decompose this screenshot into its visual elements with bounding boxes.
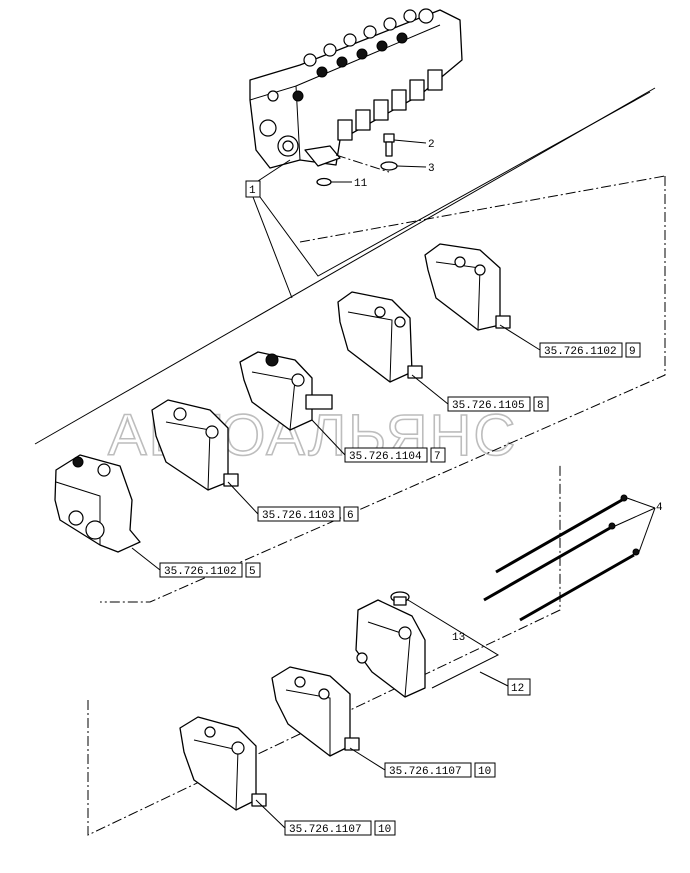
upper-group-outline-top [299,175,666,243]
callout-1: 1 [249,185,256,197]
reference-7-code: 35.726.1104 [349,451,422,463]
leader-4b [614,507,656,527]
reference-10b-item: 10 [378,824,391,836]
reference-5: 35.726.1102 5 [131,547,261,578]
callout-12: 12 [511,683,524,695]
outlet-section-12 [355,599,426,698]
callout-12-box [507,678,531,696]
bolt-part [383,133,395,157]
callout-4: 4 [656,502,663,514]
assembly-axis [335,154,390,173]
separator-line [34,87,656,445]
callout-13: 13 [452,632,465,644]
leader-3 [396,165,427,168]
reference-6-item: 6 [347,510,354,522]
leader-1-down-left [252,196,293,299]
reference-8-code: 35.726.1105 [452,400,525,412]
leader-4a [626,497,656,509]
reference-9: 35.726.1102 9 [499,324,641,358]
reference-10b: 35.726.1107 10 [255,799,396,836]
valve-block-spools [337,69,443,141]
leader-12-outline [407,599,500,689]
callout-11: 11 [354,178,368,190]
reference-5-code: 35.726.1102 [164,566,237,578]
reference-8: 35.726.1105 8 [411,374,549,412]
callout-3: 3 [428,163,435,175]
leader-1-up [257,159,291,182]
leader-1-down-right [259,91,651,277]
reference-10a-code: 35.726.1107 [389,766,462,778]
reference-10a-item: 10 [478,766,491,778]
section-part-8 [337,291,423,383]
plug-part-13 [390,591,410,606]
reference-10b-code: 35.726.1107 [289,824,362,836]
leader-4c [638,507,656,553]
section-part-10b [179,716,267,811]
upper-group-outline [100,176,666,603]
leader-2 [393,139,427,144]
tie-rods [483,494,640,622]
reference-8-item: 8 [537,400,544,412]
reference-7: 35.726.1104 7 [311,419,446,463]
reference-10a: 35.726.1107 10 [349,747,496,778]
reference-9-code: 35.726.1102 [544,346,617,358]
section-part-5 [54,454,141,553]
reference-5-item: 5 [249,566,256,578]
section-part-10a [271,666,360,757]
valve-block-caps [303,8,434,78]
seal-ring-part [316,177,332,187]
callout-2: 2 [428,139,435,151]
leader-12 [479,671,509,687]
valve-block-assembly [249,8,463,169]
reference-7-item: 7 [434,451,441,463]
reference-6: 35.726.1103 6 [227,481,359,522]
section-part-9 [424,243,511,331]
reference-6-code: 35.726.1103 [262,510,335,522]
reference-9-item: 9 [629,346,636,358]
washer-part [380,161,398,171]
